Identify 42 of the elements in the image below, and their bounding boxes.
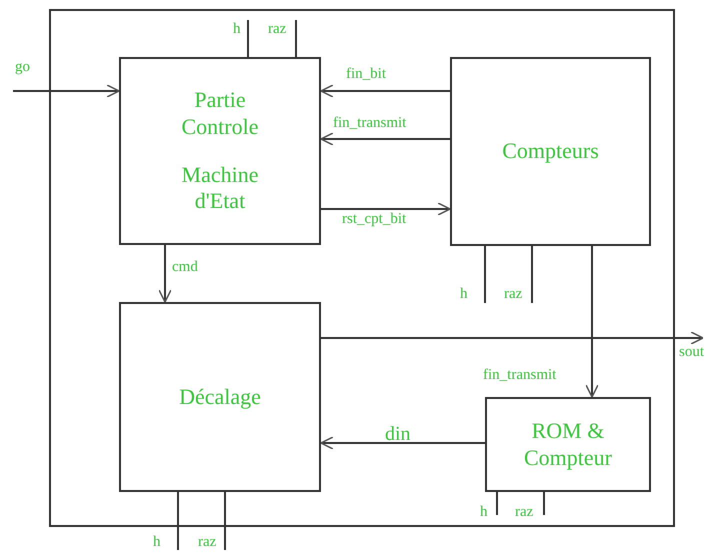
signal-label: h (153, 535, 160, 550)
arrow (320, 436, 485, 450)
signal-label: raz (268, 22, 286, 37)
signal-line (295, 20, 297, 57)
signal-line (224, 492, 226, 550)
arrow (321, 331, 704, 345)
signal-label: h (460, 287, 468, 302)
signal-label: sout (679, 345, 704, 360)
arrow (320, 84, 450, 98)
signal-label: h (233, 22, 240, 37)
block-label: Décalage (179, 384, 261, 410)
arrow (585, 246, 599, 398)
signal-line (543, 492, 545, 515)
signal-label: h (480, 505, 488, 520)
signal-line (531, 246, 533, 303)
system-boundary-box (49, 9, 675, 527)
process-box (119, 57, 321, 245)
signal-line (177, 492, 179, 550)
arrow (320, 132, 450, 146)
block-label: ROM & Compteur (523, 418, 613, 471)
signal-label: raz (515, 505, 534, 520)
signal-line (496, 492, 498, 515)
block-label: Compteurs (502, 138, 599, 165)
signal-label: go (15, 60, 30, 75)
signal-line (247, 20, 249, 57)
signal-label: raz (198, 535, 216, 550)
signal-label: fin_transmit (483, 368, 556, 383)
arrow (158, 245, 172, 303)
process-box (485, 397, 651, 492)
signal-label: fin_bit (346, 67, 386, 82)
arrow (321, 202, 451, 216)
process-box (450, 57, 651, 246)
signal-label: cmd (172, 260, 198, 275)
arrow (13, 84, 120, 98)
signal-line (484, 246, 486, 303)
block-label: Partie Controle (180, 87, 260, 140)
signal-label: raz (504, 287, 522, 302)
process-box (119, 302, 321, 492)
signal-label: din (385, 424, 411, 444)
signal-label: fin_transmit (333, 116, 406, 131)
signal-label: rst_cpt_bit (342, 212, 406, 227)
block-label: Machine d'Etat (180, 162, 260, 215)
